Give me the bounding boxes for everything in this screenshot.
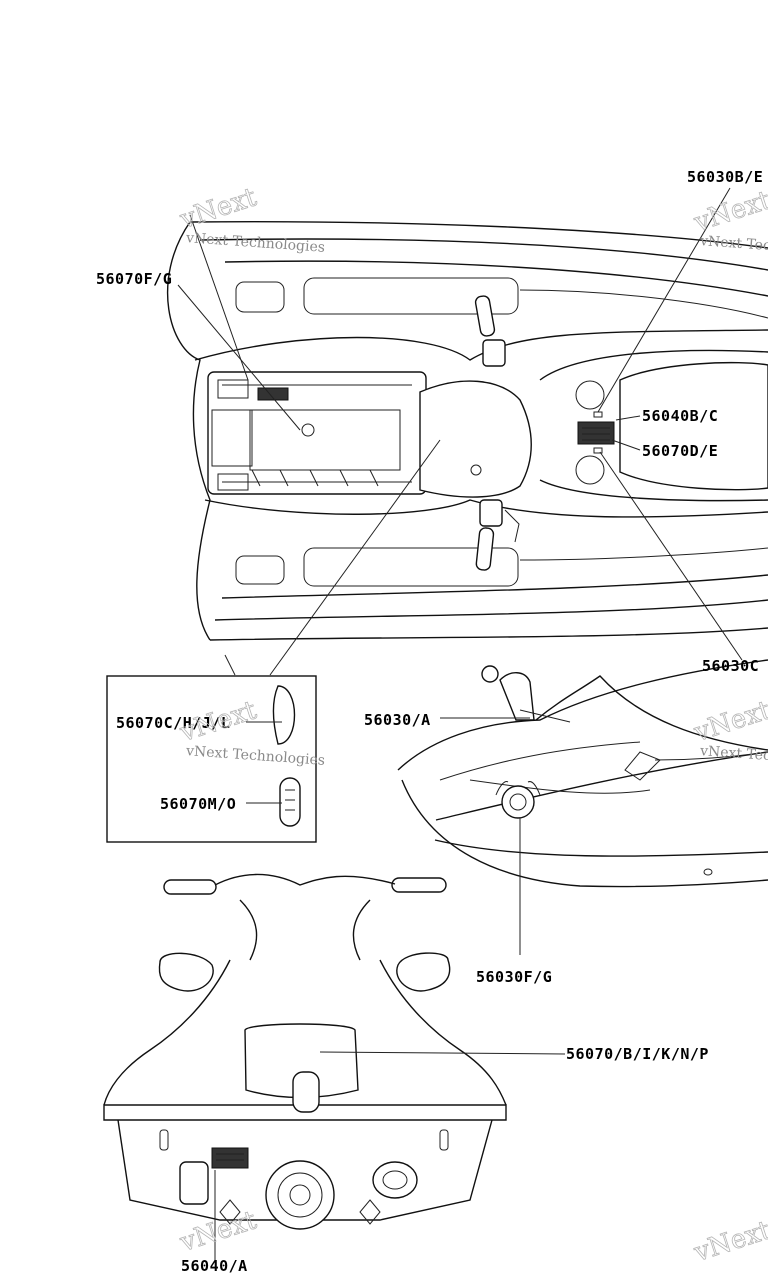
callout-56070F-G[interactable]: 56070F/G (96, 270, 173, 288)
callout-56040B-C[interactable]: 56040B/C (642, 407, 719, 425)
callout-56070C-H-J-L[interactable]: 56070C/H/J/L (116, 714, 231, 732)
rear-view-watercraft (103, 873, 566, 1260)
inset-box (106, 675, 317, 843)
callout-56070M-O[interactable]: 56070M/O (160, 795, 237, 813)
callout-56030C[interactable]: 56030C (702, 657, 760, 675)
callout-56070-B-I-K-N-P[interactable]: 56070/B/I/K/N/P (566, 1045, 709, 1063)
side-view-watercraft (397, 659, 768, 955)
callout-56030F-G[interactable]: 56030F/G (476, 968, 553, 986)
callout-56030B-E[interactable]: 56030B/E (687, 168, 764, 186)
callout-56030-A[interactable]: 56030/A (364, 711, 431, 729)
callout-56040-A[interactable]: 56040/A (181, 1257, 248, 1275)
top-view-watercraft (166, 187, 768, 676)
callout-56070D-E[interactable]: 56070D/E (642, 442, 719, 460)
